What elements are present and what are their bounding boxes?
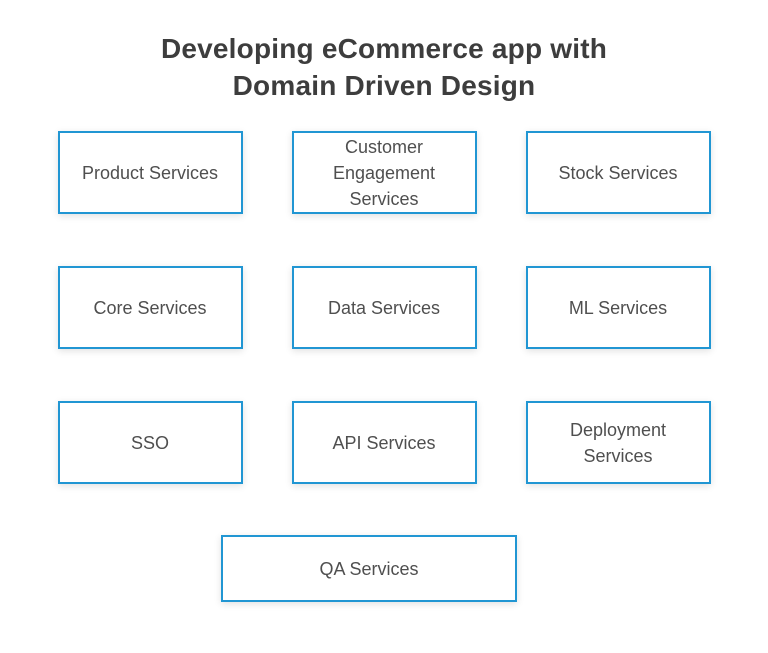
diagram-title: Developing eCommerce app with Domain Dri… (0, 30, 768, 104)
diagram-row-4: QA Services (0, 535, 768, 602)
title-line-2: Domain Driven Design (232, 70, 536, 101)
diagram-row-1: Product Services Customer Engagement Ser… (0, 131, 768, 214)
service-box-qa-services: QA Services (221, 535, 517, 602)
service-box-core-services: Core Services (57, 266, 243, 349)
service-box-data-services: Data Services (291, 266, 477, 349)
diagram-row-2: Core Services Data Services ML Services (0, 266, 768, 349)
service-box-deployment-services: Deployment Services (525, 401, 711, 484)
service-box-stock-services: Stock Services (525, 131, 711, 214)
diagram-row-3: SSO API Services Deployment Services (0, 401, 768, 484)
service-box-sso: SSO (57, 401, 243, 484)
service-box-customer-engagement-services: Customer Engagement Services (291, 131, 477, 214)
service-box-api-services: API Services (291, 401, 477, 484)
service-box-ml-services: ML Services (525, 266, 711, 349)
title-line-1: Developing eCommerce app with (160, 33, 608, 64)
ddd-services-diagram: Developing eCommerce app with Domain Dri… (0, 30, 768, 602)
service-box-product-services: Product Services (57, 131, 243, 214)
